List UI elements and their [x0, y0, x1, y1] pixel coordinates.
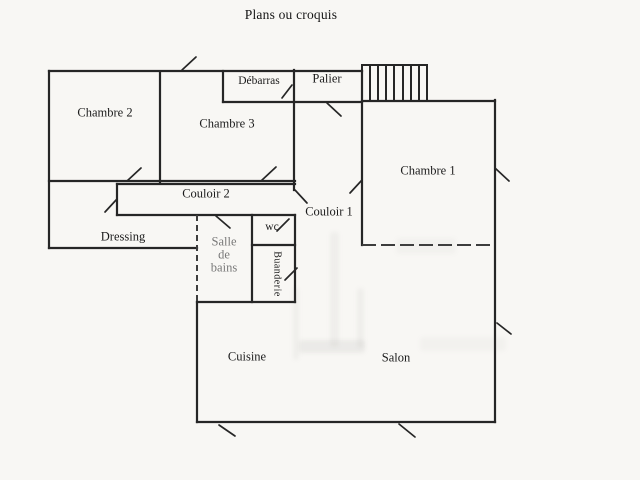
room-label-chambre-3: Chambre 3 — [199, 116, 255, 131]
scan-smudge — [293, 288, 299, 360]
room-label-salle-de-bains: Salle de bains — [210, 234, 238, 275]
salle-de-bains-line-2: de — [218, 247, 230, 262]
stairs-icon — [361, 64, 428, 102]
room-label-chambre-1: Chambre 1 — [400, 163, 456, 178]
walls — [47, 68, 497, 424]
room-label-chambre-2: Chambre 2 — [77, 105, 133, 120]
salle-de-bains-line-1: Salle — [211, 234, 237, 249]
scan-smudge — [330, 232, 339, 347]
scan-smudge — [396, 238, 456, 254]
salle-de-bains-line-3: bains — [210, 260, 238, 275]
room-label-cuisine: Cuisine — [227, 349, 267, 364]
dashed-walls — [196, 215, 495, 302]
door-marks — [104, 56, 512, 438]
room-label-couloir-1: Couloir 1 — [305, 204, 353, 219]
room-label-debarras: Débarras — [238, 75, 280, 87]
page-title: Plans ou croquis — [244, 7, 338, 22]
room-label-wc: wc — [265, 221, 279, 233]
room-label-couloir-2: Couloir 2 — [182, 186, 230, 201]
room-label-salon: Salon — [381, 350, 411, 365]
scan-smudge — [299, 340, 365, 353]
room-label-palier: Palier — [312, 71, 342, 86]
scan-smudge — [357, 288, 364, 348]
room-label-buanderie: Buanderie — [271, 251, 283, 297]
scan-smudge — [420, 337, 506, 351]
room-label-dressing: Dressing — [100, 229, 146, 244]
